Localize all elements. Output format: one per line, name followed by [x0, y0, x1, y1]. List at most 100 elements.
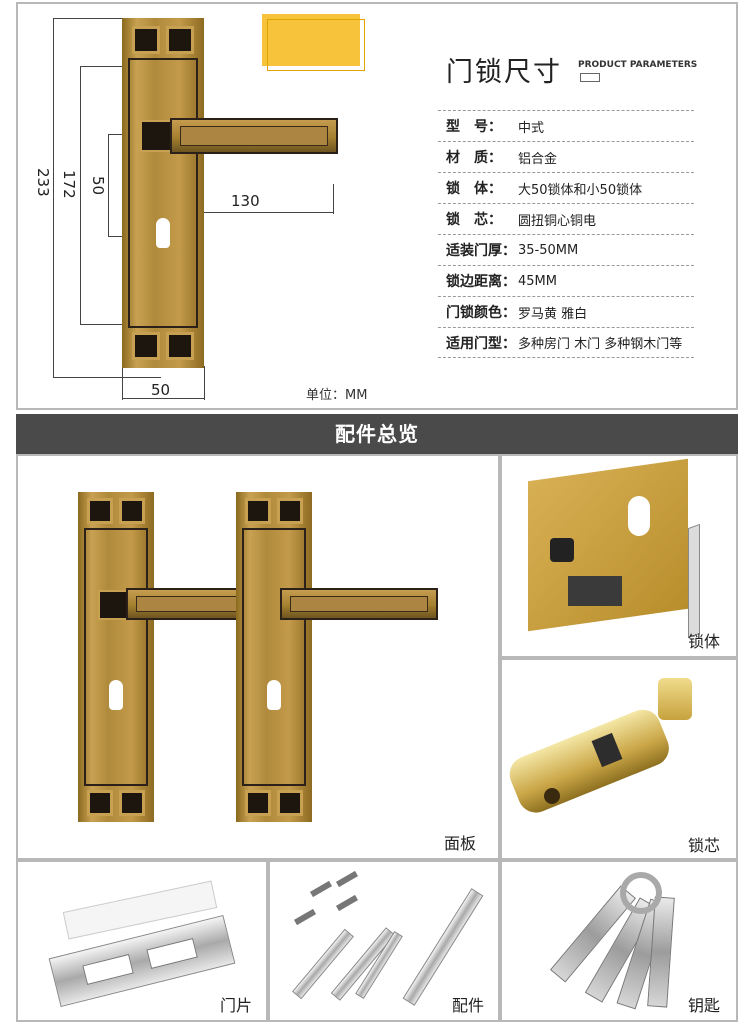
dim-label-172: 172: [60, 170, 78, 199]
envelope-icon: [580, 73, 600, 82]
strike-hole-right: [146, 937, 198, 970]
greek-key-pattern-top: [132, 26, 160, 54]
spec-subtitle: PRODUCT PARAMETERS: [578, 60, 698, 70]
spec-key: 锁边距离：: [446, 274, 516, 290]
lock-cylinder-hole: [628, 496, 650, 536]
spec-value: 圆扭铜心铜电: [518, 213, 597, 229]
dim-line-width-horizontal: [122, 398, 204, 399]
strike-hole-left: [82, 953, 134, 985]
dim-label-50-width: 50: [151, 381, 171, 399]
plate-inner-border: [84, 528, 148, 786]
cell-strike-plate: 门片: [16, 860, 268, 1022]
spec-row-color: 门锁颜色： 罗马黄 雅白: [438, 296, 694, 327]
cell-keys: 钥匙: [500, 860, 738, 1022]
square-spindle: [402, 888, 484, 1006]
dim-label-hole-distance: 50: [89, 176, 107, 196]
lever-panel: [180, 126, 328, 146]
lever-boss: [140, 120, 174, 152]
greek-key-pattern-bottom: [132, 332, 160, 360]
lock-spindle-hole: [550, 538, 574, 562]
key-ring-icon: [620, 872, 662, 914]
handle-plate-right: [236, 492, 312, 822]
dim-line-233-bottom: [53, 377, 161, 378]
dim-line-width-right: [204, 366, 205, 400]
dim-line-172-top: [80, 66, 160, 67]
greek-key-pattern-top: [245, 498, 271, 524]
spec-key: 锁 芯：: [446, 212, 502, 228]
accessories-banner: 配件总览: [16, 414, 738, 454]
fittings-label: 配件: [452, 996, 485, 1015]
screw-icon: [293, 908, 317, 926]
greek-key-pattern-top: [166, 26, 194, 54]
lever-panel: [290, 596, 428, 612]
keys-label: 钥匙: [688, 996, 721, 1015]
plate-inner-border: [128, 58, 198, 328]
lever-handle-drawing: [170, 118, 338, 154]
spec-row-door-type: 适用门型： 多种房门 木门 多种钢木门等: [438, 327, 694, 358]
unit-label: 单位：MM: [306, 388, 368, 403]
greek-key-pattern-bottom: [87, 790, 113, 816]
spec-value: 罗马黄 雅白: [518, 306, 588, 322]
spec-key: 适用门型：: [446, 335, 516, 352]
spec-row-material: 材 质： 铝合金: [438, 141, 694, 172]
spec-table: 型 号： 中式 材 质： 铝合金 锁 体： 大50锁体和小50锁体 锁 芯： 圆…: [438, 110, 694, 358]
dim-line-233-vertical: [53, 18, 54, 378]
greek-key-pattern-bottom: [166, 332, 194, 360]
greek-key-pattern-top: [119, 498, 145, 524]
cell-lock-core: 锁芯: [500, 658, 738, 860]
keyhole: [156, 218, 170, 248]
spec-value: 铝合金: [518, 151, 558, 167]
cell-lock-body: 锁体: [500, 454, 738, 658]
spec-row-lock-core: 锁 芯： 圆扭铜心铜电: [438, 203, 694, 234]
screw-icon: [335, 870, 359, 888]
decorative-yellow-block: [262, 14, 365, 71]
keyhole: [267, 680, 281, 710]
spec-key: 锁 体：: [446, 181, 502, 197]
dim-line-width-left: [122, 366, 123, 400]
greek-key-pattern-bottom: [119, 790, 145, 816]
greek-key-pattern-top: [277, 498, 303, 524]
dim-line-233-top: [53, 18, 161, 19]
greek-key-pattern-bottom: [277, 790, 303, 816]
spec-key: 门锁颜色：: [446, 305, 516, 321]
spec-key: 型 号：: [446, 119, 502, 135]
lever-handle-right: [280, 588, 438, 620]
strike-plate-label: 门片: [220, 996, 253, 1015]
screw-icon: [335, 894, 359, 912]
spec-row-door-thickness: 适装门厚： 35-50MM: [438, 234, 694, 265]
spec-title: 门锁尺寸: [446, 57, 562, 88]
handle-plate-left: [78, 492, 154, 822]
dim-line-172-vertical: [80, 66, 81, 324]
cell-fittings: 配件: [268, 860, 500, 1022]
screw-icon: [309, 880, 333, 898]
spec-value: 35-50MM: [518, 242, 579, 258]
spec-value: 大50锁体和小50锁体: [518, 182, 643, 198]
spec-row-lock-body: 锁 体： 大50锁体和小50锁体: [438, 172, 694, 203]
panel-label: 面板: [444, 834, 477, 853]
cylinder-turn-knob: [658, 678, 692, 720]
spec-key: 材 质：: [446, 150, 502, 166]
keyhole: [109, 680, 123, 710]
spec-section: 233 172 50 130 50 门锁尺寸 PRODUCT PARAMETER…: [16, 2, 738, 410]
greek-key-pattern-top: [87, 498, 113, 524]
spec-key: 适装门厚：: [446, 243, 516, 259]
lock-body-label: 锁体: [688, 632, 721, 651]
dim-line-50-vertical: [108, 134, 109, 237]
dim-line-172-bottom: [80, 324, 160, 325]
cylinder-keyway: [544, 788, 560, 804]
spec-value: 45MM: [518, 273, 557, 289]
dim-line-130-horizontal: [148, 212, 334, 213]
spec-value: 多种房门 木门 多种钢木门等: [518, 337, 683, 352]
dim-label-130: 130: [231, 192, 260, 210]
lock-core-label: 锁芯: [688, 836, 721, 855]
greek-key-pattern-bottom: [245, 790, 271, 816]
lock-faceplate: [688, 523, 700, 639]
spec-row-backset: 锁边距离： 45MM: [438, 265, 694, 296]
plate-inner-border: [242, 528, 306, 786]
cell-panel: 面板: [16, 454, 500, 860]
spec-value: 中式: [518, 120, 545, 136]
spec-row-model: 型 号： 中式: [438, 110, 694, 141]
handle-plate-drawing: [122, 18, 204, 368]
lock-cylinder-image: [504, 704, 675, 818]
lock-latch: [568, 576, 622, 606]
